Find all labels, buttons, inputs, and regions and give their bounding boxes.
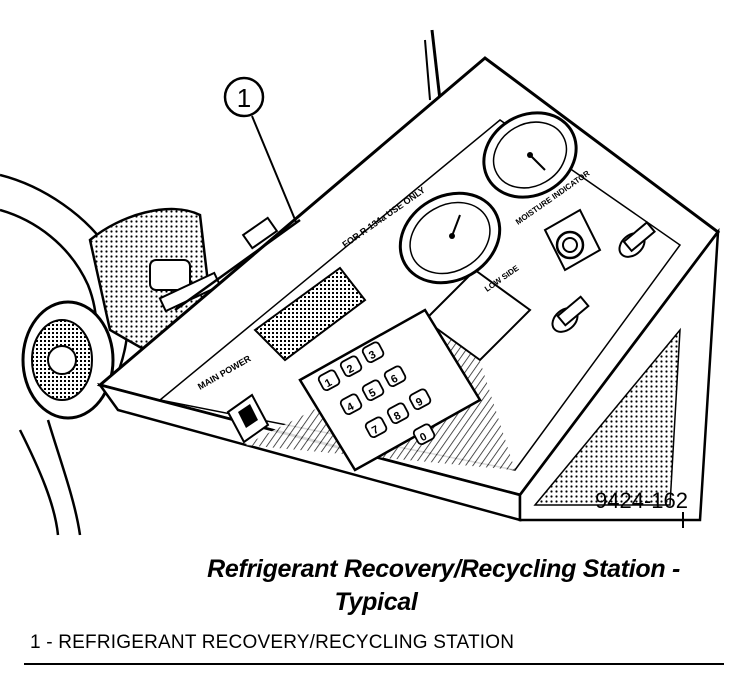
blank-window <box>423 268 532 362</box>
legend-item: 1 - REFRIGERANT RECOVERY/RECYCLING STATI… <box>30 632 515 653</box>
caption-line-2: Typical <box>334 588 418 616</box>
callout-number: 1 <box>237 83 251 113</box>
keypad-key-outline[interactable] <box>412 423 436 446</box>
keypad-key-6[interactable]: 6 <box>389 373 400 386</box>
keypad-key-outline[interactable] <box>361 341 385 364</box>
callout-1: 1 <box>223 76 297 223</box>
keypad-key-7[interactable]: 7 <box>370 424 381 437</box>
keypad-key-outline[interactable] <box>339 355 363 378</box>
keypad-key-outline[interactable] <box>408 388 432 411</box>
high-side-gauge <box>482 111 578 199</box>
keypad-keys <box>317 341 436 446</box>
valve-knob-upper[interactable] <box>615 220 656 261</box>
keypad-key-outline[interactable] <box>317 369 341 392</box>
hose-reel <box>21 300 115 420</box>
moisture-indicator <box>543 208 602 272</box>
keypad-key-4[interactable]: 4 <box>345 400 357 414</box>
keypad-key-9[interactable]: 9 <box>414 396 425 409</box>
keypad-key-5[interactable]: 5 <box>367 387 378 400</box>
keypad-key-2[interactable]: 2 <box>345 363 356 376</box>
divider <box>24 663 724 665</box>
keypad <box>298 308 482 472</box>
display-screen <box>253 266 367 362</box>
low-side-gauge <box>398 191 502 285</box>
back-pole <box>430 29 442 101</box>
figure-number: 9424-162 <box>595 488 688 513</box>
keypad-key-8[interactable]: 8 <box>392 410 403 423</box>
hose-rail <box>174 216 301 312</box>
keypad-key-outline[interactable] <box>364 416 388 439</box>
main-power-switch[interactable] <box>226 393 270 444</box>
caption-line-1: Refrigerant Recovery/Recycling Station - <box>207 555 680 583</box>
keypad-key-outline[interactable] <box>386 402 410 425</box>
valve-knob-lower[interactable] <box>548 295 590 337</box>
keypad-key-0[interactable]: 0 <box>418 431 429 444</box>
keypad-key-outline[interactable] <box>383 365 407 388</box>
station-illustration: 1 2 3 4 5 6 7 8 9 0 FOR R-134a USE ONLY … <box>0 29 721 536</box>
keypad-key-1[interactable]: 1 <box>323 377 334 390</box>
keypad-key-outline[interactable] <box>339 393 363 416</box>
keypad-key-outline[interactable] <box>361 379 385 402</box>
keypad-key-3[interactable]: 3 <box>367 349 378 362</box>
